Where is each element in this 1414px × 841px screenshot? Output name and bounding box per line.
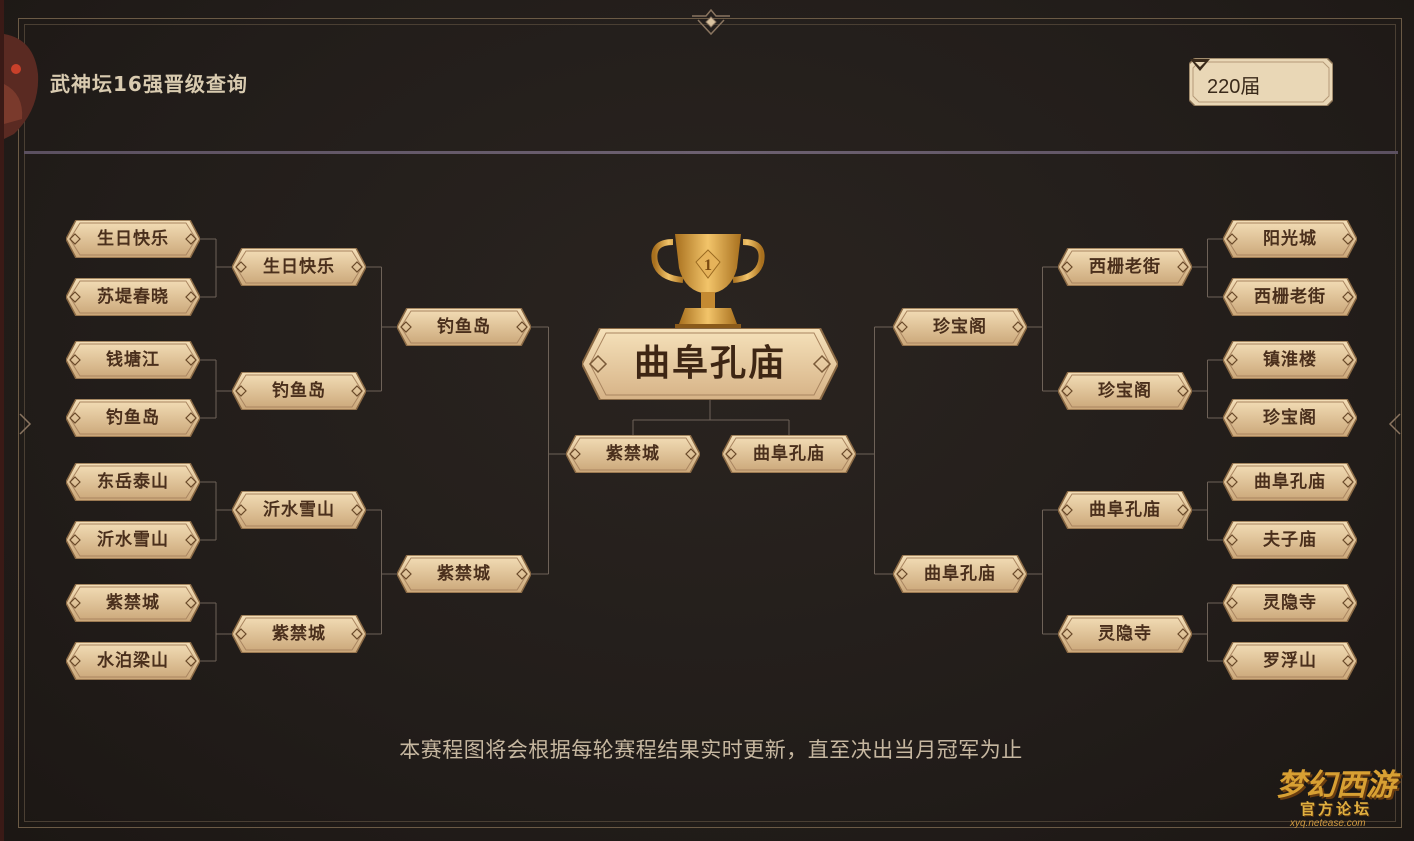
right-r16-team-4: 珍宝阁 (1223, 399, 1357, 437)
champion-plate: 曲阜孔庙 (580, 327, 840, 401)
top-ornament-icon (692, 8, 730, 36)
footnote-text: 本赛程图将会根据每轮赛程结果实时更新，直至决出当月冠军为止 (399, 738, 1023, 762)
left-finalist: 紫禁城 (566, 435, 700, 473)
left-qf-team-3: 沂水雪山 (232, 491, 366, 529)
right-sf-team-2: 曲阜孔庙 (893, 555, 1027, 593)
mascot-icon (4, 34, 39, 139)
left-qf-team-3-label: 沂水雪山 (263, 500, 335, 520)
left-finalist-label: 紫禁城 (606, 444, 660, 464)
right-r16-team-7: 灵隐寺 (1223, 584, 1357, 622)
left-r16-team-4-label: 钓鱼岛 (106, 408, 160, 428)
season-dropdown[interactable]: 220届 (1189, 58, 1333, 106)
right-qf-team-4-label: 灵隐寺 (1098, 624, 1152, 644)
right-qf-team-3: 曲阜孔庙 (1058, 491, 1192, 529)
page-title: 武神坛16强晋级查询 (50, 72, 248, 96)
left-sf-team-2-label: 紫禁城 (437, 564, 491, 584)
right-qf-team-3-label: 曲阜孔庙 (1089, 500, 1161, 520)
right-qf-team-1: 西栅老街 (1058, 248, 1192, 286)
left-r16-team-2: 苏堤春晓 (66, 278, 200, 316)
left-qf-team-1-label: 生日快乐 (263, 257, 335, 277)
right-side-ornament-icon (1388, 413, 1401, 435)
left-r16-team-4: 钓鱼岛 (66, 399, 200, 437)
left-qf-team-1: 生日快乐 (232, 248, 366, 286)
right-finalist: 曲阜孔庙 (722, 435, 856, 473)
right-r16-team-4-label: 珍宝阁 (1263, 408, 1317, 428)
left-r16-team-5-label: 东岳泰山 (97, 472, 169, 492)
left-r16-team-7-label: 紫禁城 (106, 593, 160, 613)
right-qf-team-2-label: 珍宝阁 (1098, 381, 1152, 401)
watermark-sub: 官方论坛 (1300, 800, 1373, 818)
right-r16-team-8-label: 罗浮山 (1263, 651, 1317, 671)
left-side-ornament-icon (19, 413, 32, 435)
left-r16-team-1-label: 生日快乐 (97, 229, 169, 249)
right-r16-team-3: 镇淮楼 (1223, 341, 1357, 379)
right-r16-team-7-label: 灵隐寺 (1263, 593, 1317, 613)
right-r16-team-8: 罗浮山 (1223, 642, 1357, 680)
left-r16-team-8: 水泊梁山 (66, 642, 200, 680)
left-sf-team-1: 钓鱼岛 (397, 308, 531, 346)
right-sf-team-1-label: 珍宝阁 (933, 317, 987, 337)
header-divider (24, 151, 1398, 154)
chevron-down-icon (1190, 59, 1210, 71)
left-r16-team-6-label: 沂水雪山 (97, 530, 169, 550)
right-sf-team-1: 珍宝阁 (893, 308, 1027, 346)
watermark-main: 梦幻西游 (1276, 768, 1396, 803)
right-sf-team-2-label: 曲阜孔庙 (924, 564, 996, 584)
right-r16-team-6-label: 夫子庙 (1263, 530, 1317, 550)
right-r16-team-2-label: 西栅老街 (1254, 287, 1326, 307)
champion-name: 曲阜孔庙 (633, 343, 786, 384)
right-r16-team-1: 阳光城 (1223, 220, 1357, 258)
left-r16-team-1: 生日快乐 (66, 220, 200, 258)
right-qf-team-2: 珍宝阁 (1058, 372, 1192, 410)
left-r16-team-6: 沂水雪山 (66, 521, 200, 559)
left-qf-team-4: 紫禁城 (232, 615, 366, 653)
right-r16-team-5-label: 曲阜孔庙 (1254, 472, 1326, 492)
left-sf-team-1-label: 钓鱼岛 (437, 317, 491, 337)
bracket-lines (200, 238, 1223, 662)
left-r16-team-5: 东岳泰山 (66, 463, 200, 501)
right-r16-team-3-label: 镇淮楼 (1263, 350, 1317, 370)
right-r16-team-5: 曲阜孔庙 (1223, 463, 1357, 501)
season-dropdown-value: 220届 (1207, 76, 1261, 98)
left-qf-team-4-label: 紫禁城 (272, 624, 326, 644)
left-r16-team-3-label: 钱塘江 (106, 350, 160, 370)
watermark-url: xyq.netease.com (1290, 818, 1366, 829)
left-r16-team-3: 钱塘江 (66, 341, 200, 379)
watermark-logo: 梦幻西游 官方论坛 xyq.netease.com (1272, 760, 1406, 832)
right-r16-team-2: 西栅老街 (1223, 278, 1357, 316)
left-qf-team-2: 钓鱼岛 (232, 372, 366, 410)
left-r16-team-2-label: 苏堤春晓 (97, 287, 169, 307)
right-finalist-label: 曲阜孔庙 (753, 444, 825, 464)
left-r16-team-7: 紫禁城 (66, 584, 200, 622)
left-r16-team-8-label: 水泊梁山 (97, 651, 169, 671)
right-qf-team-4: 灵隐寺 (1058, 615, 1192, 653)
right-r16-team-6: 夫子庙 (1223, 521, 1357, 559)
season-dropdown-frame (1189, 58, 1333, 106)
right-r16-team-1-label: 阳光城 (1263, 229, 1317, 249)
left-qf-team-2-label: 钓鱼岛 (272, 381, 326, 401)
left-sf-team-2: 紫禁城 (397, 555, 531, 593)
trophy-number: 1 (704, 257, 712, 274)
right-qf-team-1-label: 西栅老街 (1089, 257, 1161, 277)
trophy-icon: 1 (651, 234, 765, 330)
